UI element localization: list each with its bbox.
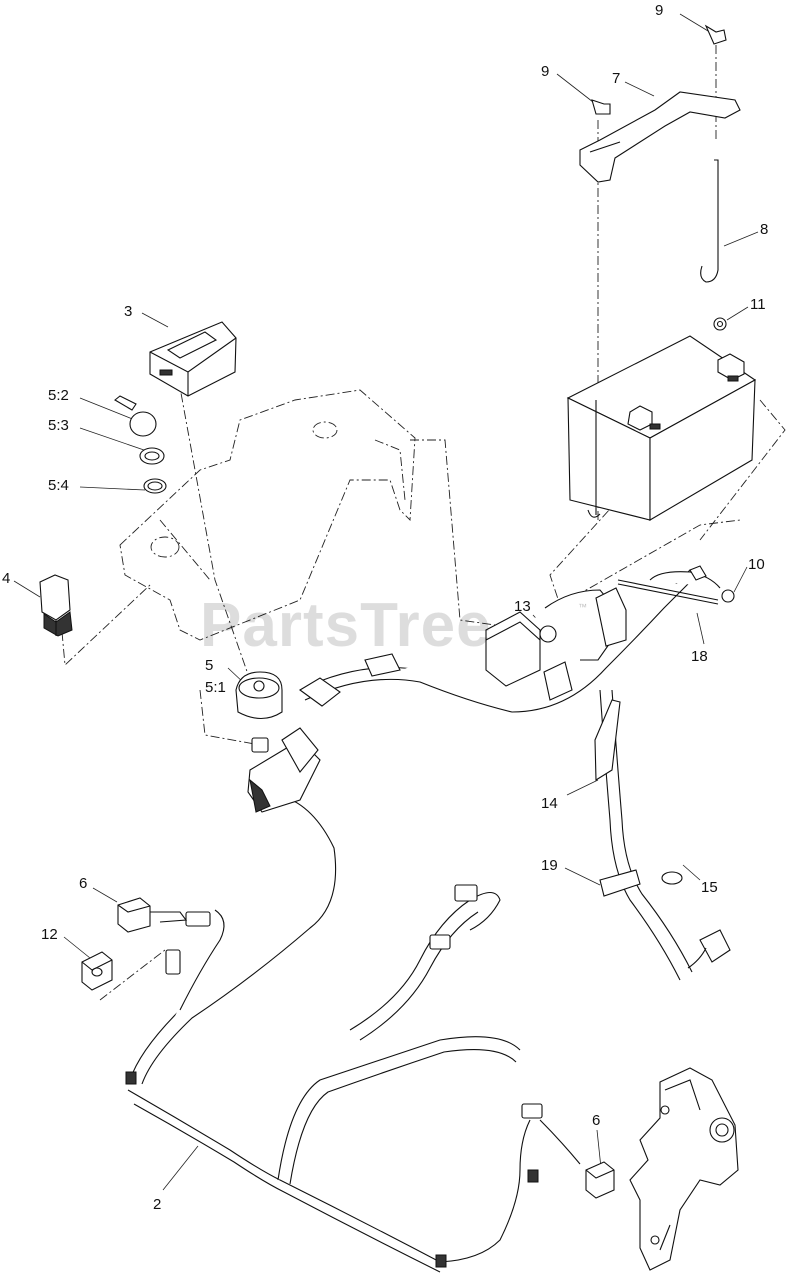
display-module <box>149 321 237 397</box>
connector-cluster <box>247 653 401 813</box>
battery <box>566 317 757 521</box>
callout-14: 14 <box>541 795 558 812</box>
callout-7: 7 <box>612 70 621 87</box>
callout-18: 18 <box>691 648 708 665</box>
callout-6-lower: 6 <box>592 1112 601 1129</box>
callout-5-2: 5:2 <box>48 387 69 404</box>
callout-3: 3 <box>124 303 133 320</box>
assembly-lines <box>61 45 786 1001</box>
mounting-plate <box>119 389 416 641</box>
watermark-logo: PartsTree <box>200 591 492 660</box>
callout-8: 8 <box>760 221 769 238</box>
callout-5-1: 5:1 <box>205 679 226 696</box>
callout-12: 12 <box>41 926 58 943</box>
callout-6-upper: 6 <box>79 875 88 892</box>
callout-4: 4 <box>2 570 11 587</box>
callout-5-3: 5:3 <box>48 417 69 434</box>
callout-5: 5 <box>205 657 214 674</box>
callout-9-top: 9 <box>655 2 664 19</box>
ignition-switch <box>235 671 283 720</box>
seat-bracket <box>629 1067 739 1271</box>
relay-6-upper <box>117 897 188 933</box>
callout-13: 13 <box>514 598 531 615</box>
callout-19: 19 <box>541 857 558 874</box>
callout-5-4: 5:4 <box>48 477 69 494</box>
switch-4 <box>39 574 73 637</box>
relay-6-lower <box>539 1119 615 1199</box>
watermark-trademark: ™ <box>578 602 587 612</box>
callout-11: 11 <box>750 296 766 313</box>
wire-harness <box>125 569 731 1273</box>
cable-18 <box>617 565 735 605</box>
callout-9-left: 9 <box>541 63 550 80</box>
callout-15: 15 <box>701 879 718 896</box>
relay-block <box>485 587 627 701</box>
callout-10: 10 <box>748 556 765 573</box>
callout-2: 2 <box>153 1196 162 1213</box>
key-switch-parts <box>114 395 167 494</box>
battery-hold-down <box>579 24 741 283</box>
relay-12 <box>81 951 113 991</box>
